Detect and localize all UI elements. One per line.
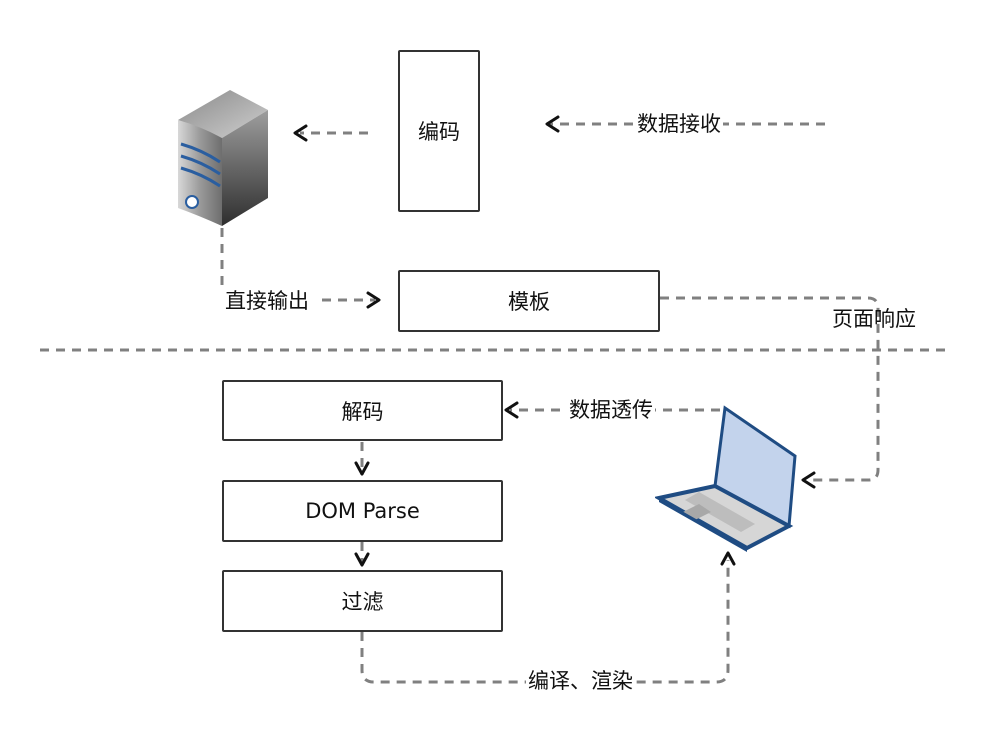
laptop-icon: [655, 405, 797, 552]
node-dom-parse[interactable]: DOM Parse: [222, 480, 503, 542]
edge-label-data-passthrough: 数据透传: [567, 397, 655, 423]
arrowhead: [801, 471, 816, 489]
arrowhead: [354, 552, 370, 567]
edge-label-compile-render: 编译、渲染: [526, 668, 635, 694]
edge-label-data-receive: 数据接收: [635, 111, 723, 137]
arrowhead: [293, 124, 308, 142]
node-dom-parse-label: DOM Parse: [305, 499, 420, 523]
arrowhead: [366, 291, 381, 309]
node-encode-label: 编码: [418, 120, 460, 144]
arrowhead: [504, 401, 519, 419]
edge-label-page-response: 页面响应: [832, 307, 916, 331]
node-decode-label: 解码: [341, 399, 384, 424]
arrowhead: [354, 461, 370, 476]
arrowhead: [545, 115, 560, 133]
node-decode[interactable]: 解码: [222, 380, 503, 441]
edge-page-response: [660, 296, 880, 482]
arrowhead: [720, 551, 736, 566]
node-filter[interactable]: 过滤: [222, 570, 503, 632]
node-template[interactable]: 模板: [398, 270, 660, 332]
node-filter-label: 过滤: [341, 590, 384, 614]
server-icon: [178, 90, 268, 226]
node-template-label: 模板: [508, 290, 550, 314]
edge-label-direct-output: 直接输出: [223, 288, 311, 314]
node-encode[interactable]: 编码: [398, 50, 480, 212]
